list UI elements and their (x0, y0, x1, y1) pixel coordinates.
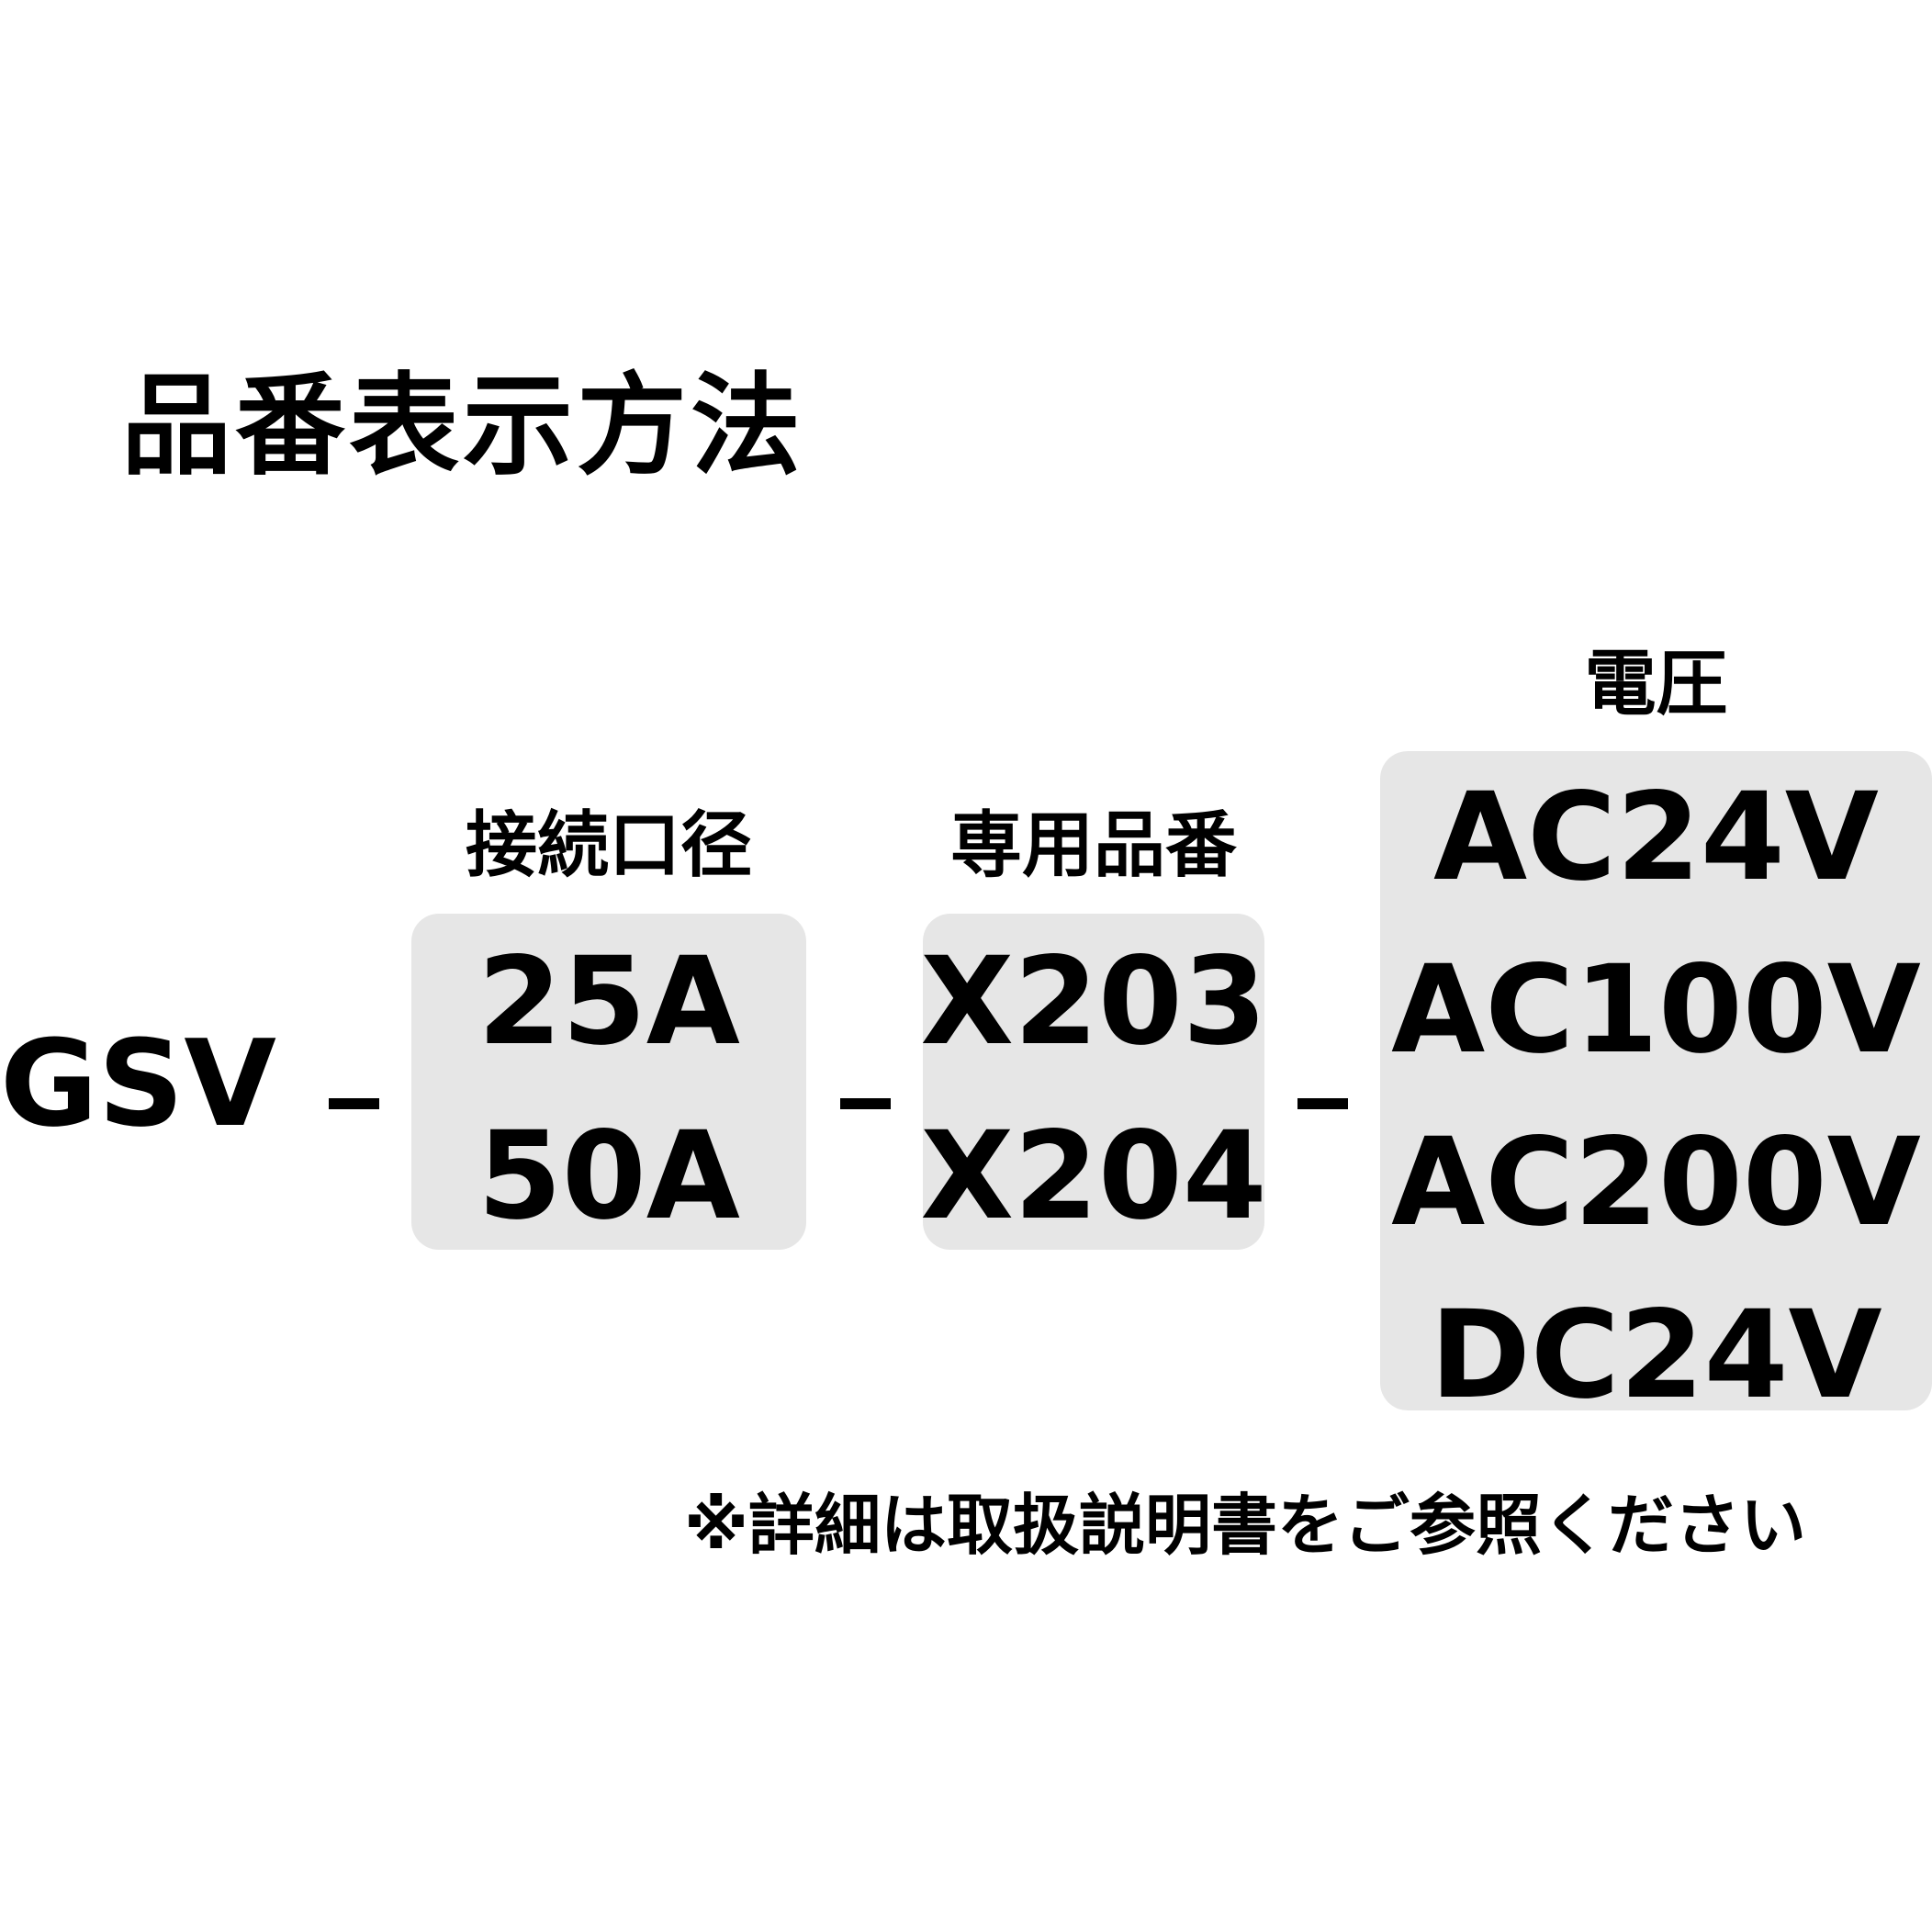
group-label-dedicated-part-number: 専用品番 (949, 804, 1237, 887)
page-title: 品番表示方法 (121, 363, 804, 490)
model-prefix: GSV (0, 1014, 276, 1153)
option-x204: X204 (920, 1106, 1267, 1247)
reference-note: ※詳細は取扱説明書をご参照ください (684, 1487, 1806, 1564)
separator-dash-1 (329, 1098, 379, 1109)
option-ac100v: AC100V (1391, 939, 1921, 1081)
option-ac24v: AC24V (1433, 767, 1879, 908)
option-x203: X203 (920, 931, 1267, 1073)
option-box-voltage: AC24V AC100V AC200V DC24V (1380, 751, 1932, 1416)
option-box-dedicated-part-number: X203 X204 (920, 914, 1267, 1250)
option-box-connection-diameter: 25A 50A (411, 914, 806, 1250)
separator-dash-3 (1297, 1098, 1348, 1109)
separator-dash-2 (840, 1098, 891, 1109)
option-50a: 50A (477, 1106, 740, 1247)
option-ac200v: AC200V (1391, 1112, 1921, 1253)
group-label-voltage: 電圧 (1584, 643, 1728, 725)
group-label-connection-diameter: 接続口径 (465, 804, 752, 887)
option-dc24v: DC24V (1430, 1285, 1882, 1426)
option-25a: 25A (477, 931, 740, 1073)
